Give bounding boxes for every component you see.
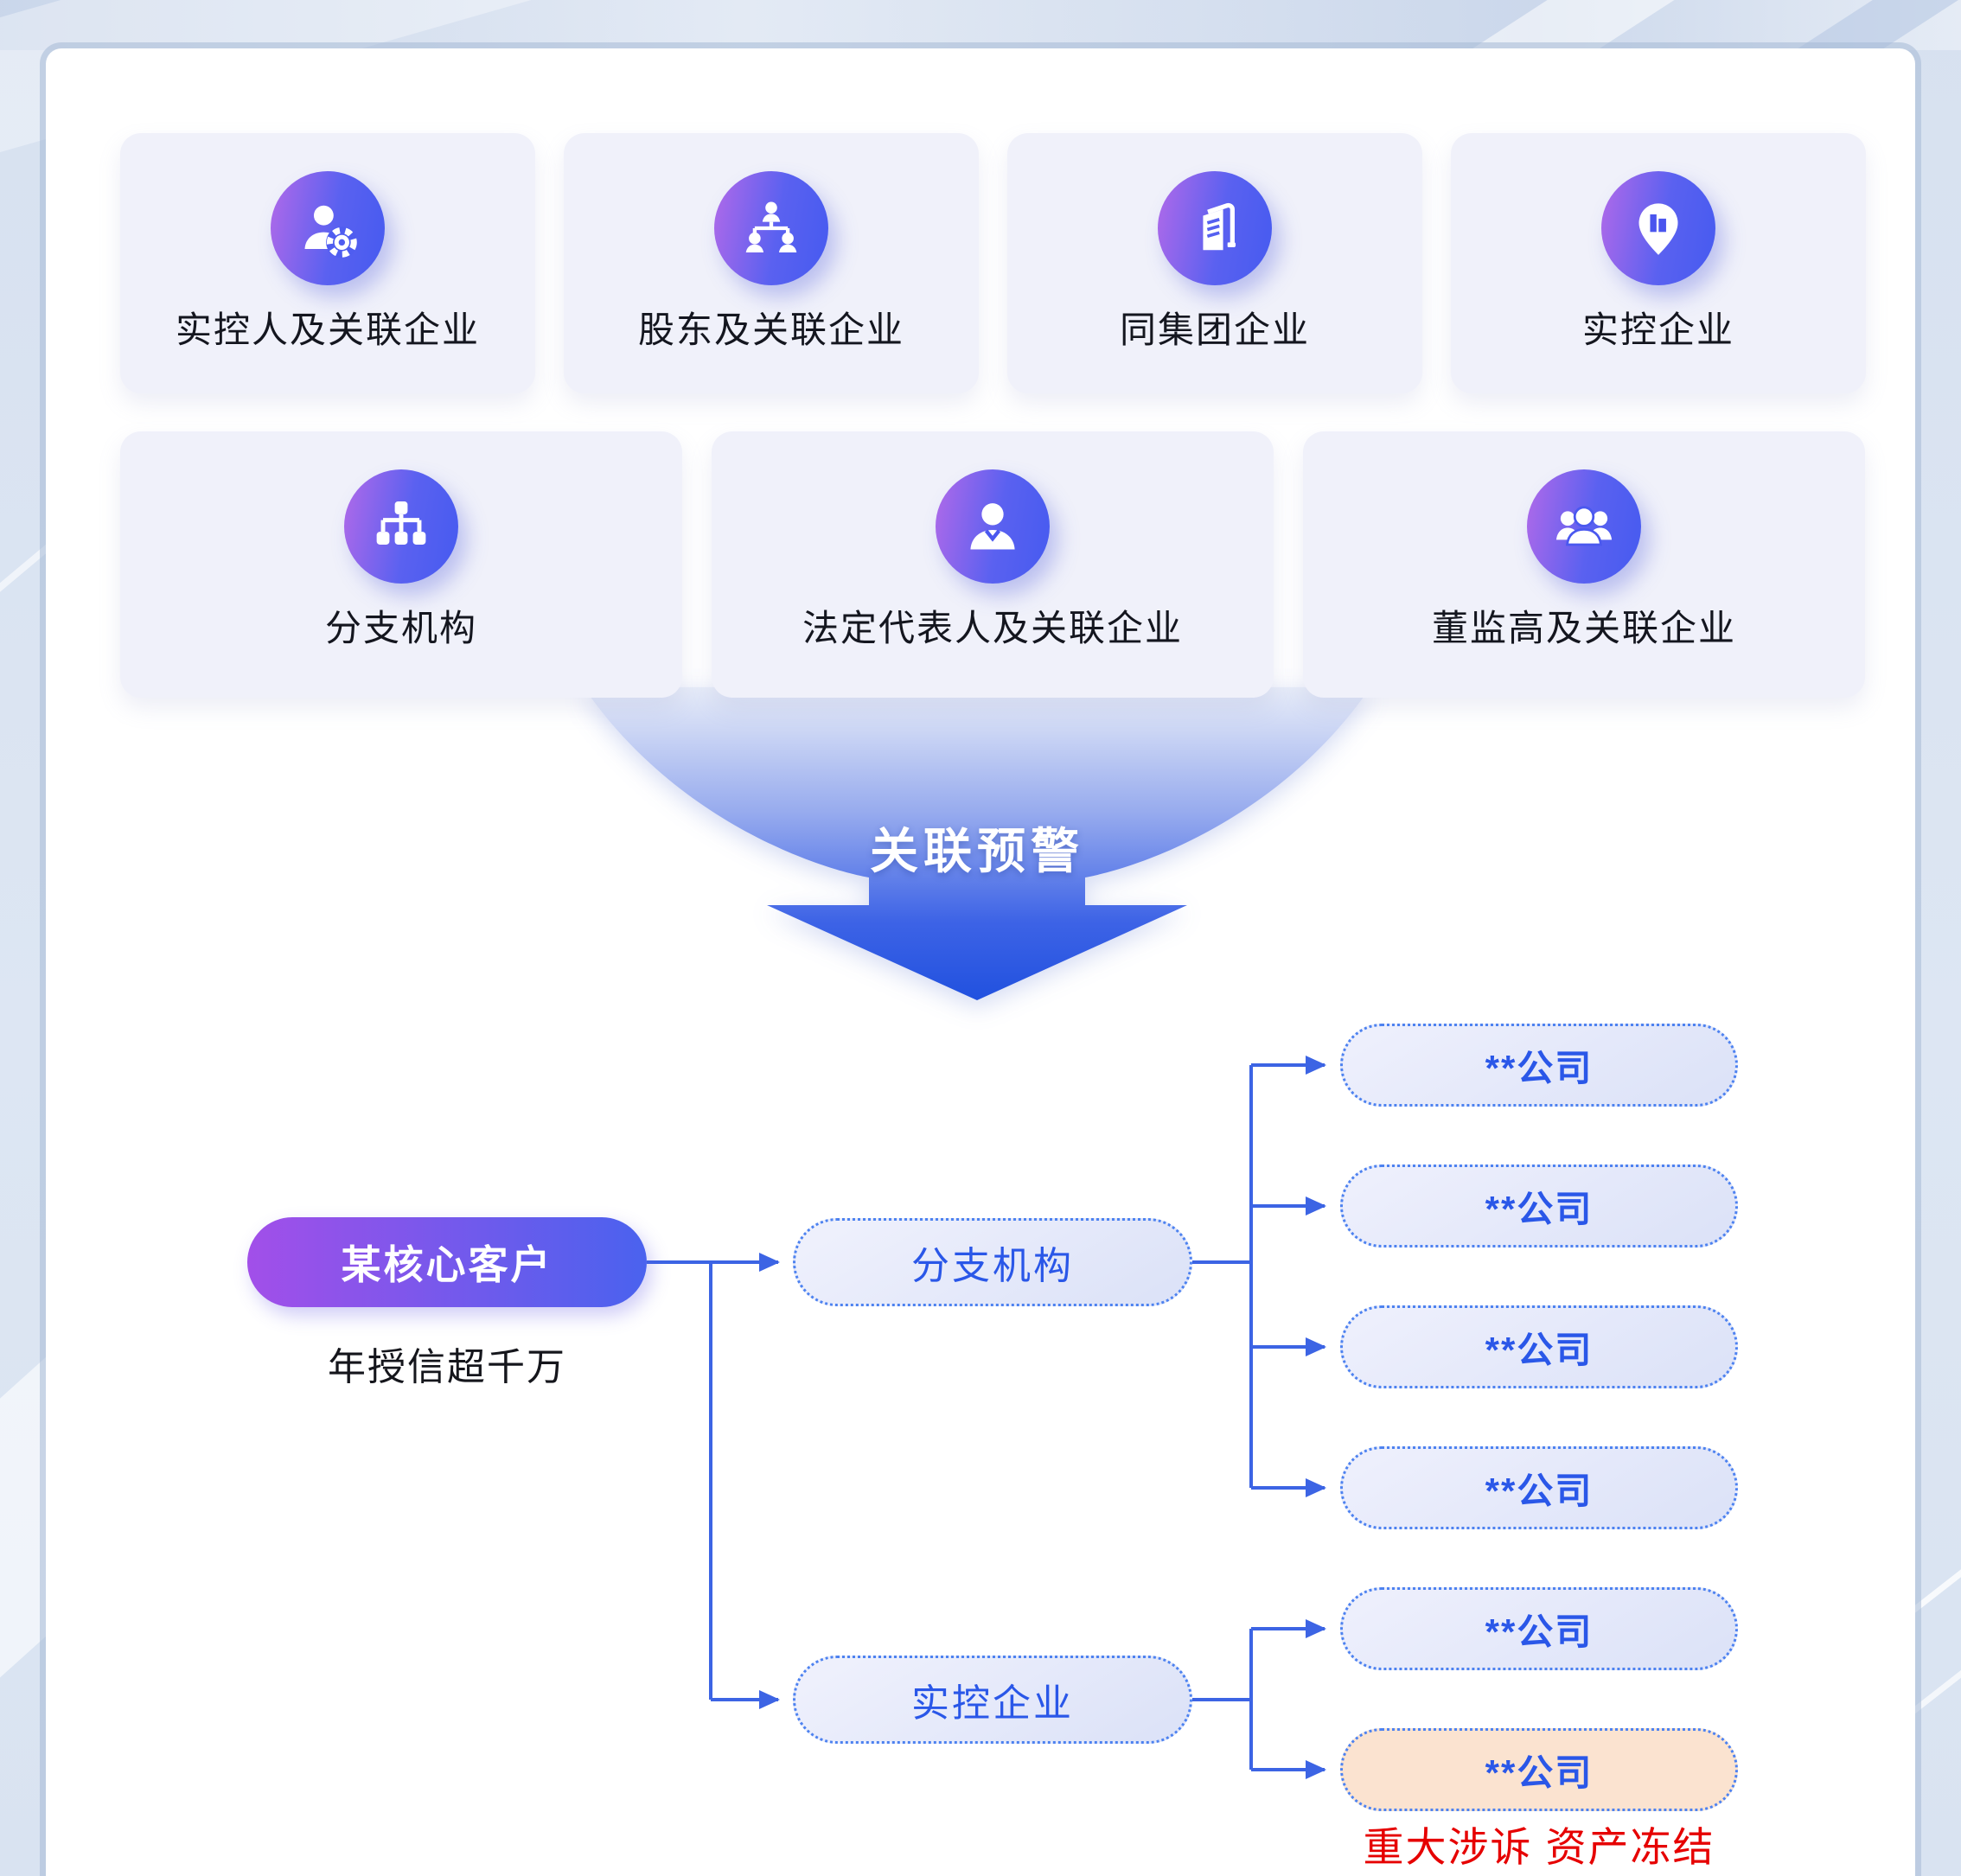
company-node: **公司 bbox=[1340, 1587, 1738, 1670]
risk-warning-text: 重大涉诉 资产冻结 bbox=[1363, 1824, 1715, 1870]
company-node: **公司 bbox=[1340, 1446, 1738, 1529]
pin-building-icon bbox=[1601, 171, 1715, 285]
org-boxes-icon bbox=[344, 469, 458, 584]
card-shareholders: 股东及关联企业 bbox=[564, 133, 979, 393]
card-executives: 董监高及关联企业 bbox=[1303, 431, 1865, 698]
company-node-highlighted: **公司 bbox=[1340, 1728, 1738, 1811]
funnel-label: 关联预警 bbox=[870, 824, 1084, 878]
card-label: 分支机构 bbox=[324, 608, 477, 648]
card-actual-controller: 实控人及关联企业 bbox=[120, 133, 535, 393]
root-node-subtitle: 年授信超千万 bbox=[328, 1346, 566, 1388]
card-same-group: 同集团企业 bbox=[1007, 133, 1422, 393]
funnel-arrow bbox=[584, 687, 1370, 1000]
card-branches: 分支机构 bbox=[120, 431, 682, 698]
card-label: 实控企业 bbox=[1581, 309, 1734, 350]
building-icon bbox=[1158, 171, 1272, 285]
card-controlled-enterprises: 实控企业 bbox=[1451, 133, 1866, 393]
branch-node-branches: 分支机构 bbox=[793, 1218, 1192, 1306]
user-gear-icon bbox=[271, 171, 385, 285]
card-label: 同集团企业 bbox=[1119, 309, 1310, 350]
person-icon bbox=[936, 469, 1050, 584]
background-top-band bbox=[0, 0, 1961, 50]
company-node: **公司 bbox=[1340, 1165, 1738, 1247]
card-legal-representative: 法定代表人及关联企业 bbox=[712, 431, 1274, 698]
company-node: **公司 bbox=[1340, 1024, 1738, 1107]
branch-node-controlled: 实控企业 bbox=[793, 1656, 1192, 1744]
root-node-core-customer: 某核心客户 bbox=[247, 1217, 647, 1307]
card-label: 股东及关联企业 bbox=[637, 309, 904, 350]
people-group-icon bbox=[1527, 469, 1641, 584]
card-label: 董监高及关联企业 bbox=[1431, 608, 1736, 648]
card-label: 法定代表人及关联企业 bbox=[802, 608, 1183, 648]
org-people-icon bbox=[714, 171, 828, 285]
card-label: 实控人及关联企业 bbox=[175, 309, 480, 350]
company-node: **公司 bbox=[1340, 1305, 1738, 1388]
